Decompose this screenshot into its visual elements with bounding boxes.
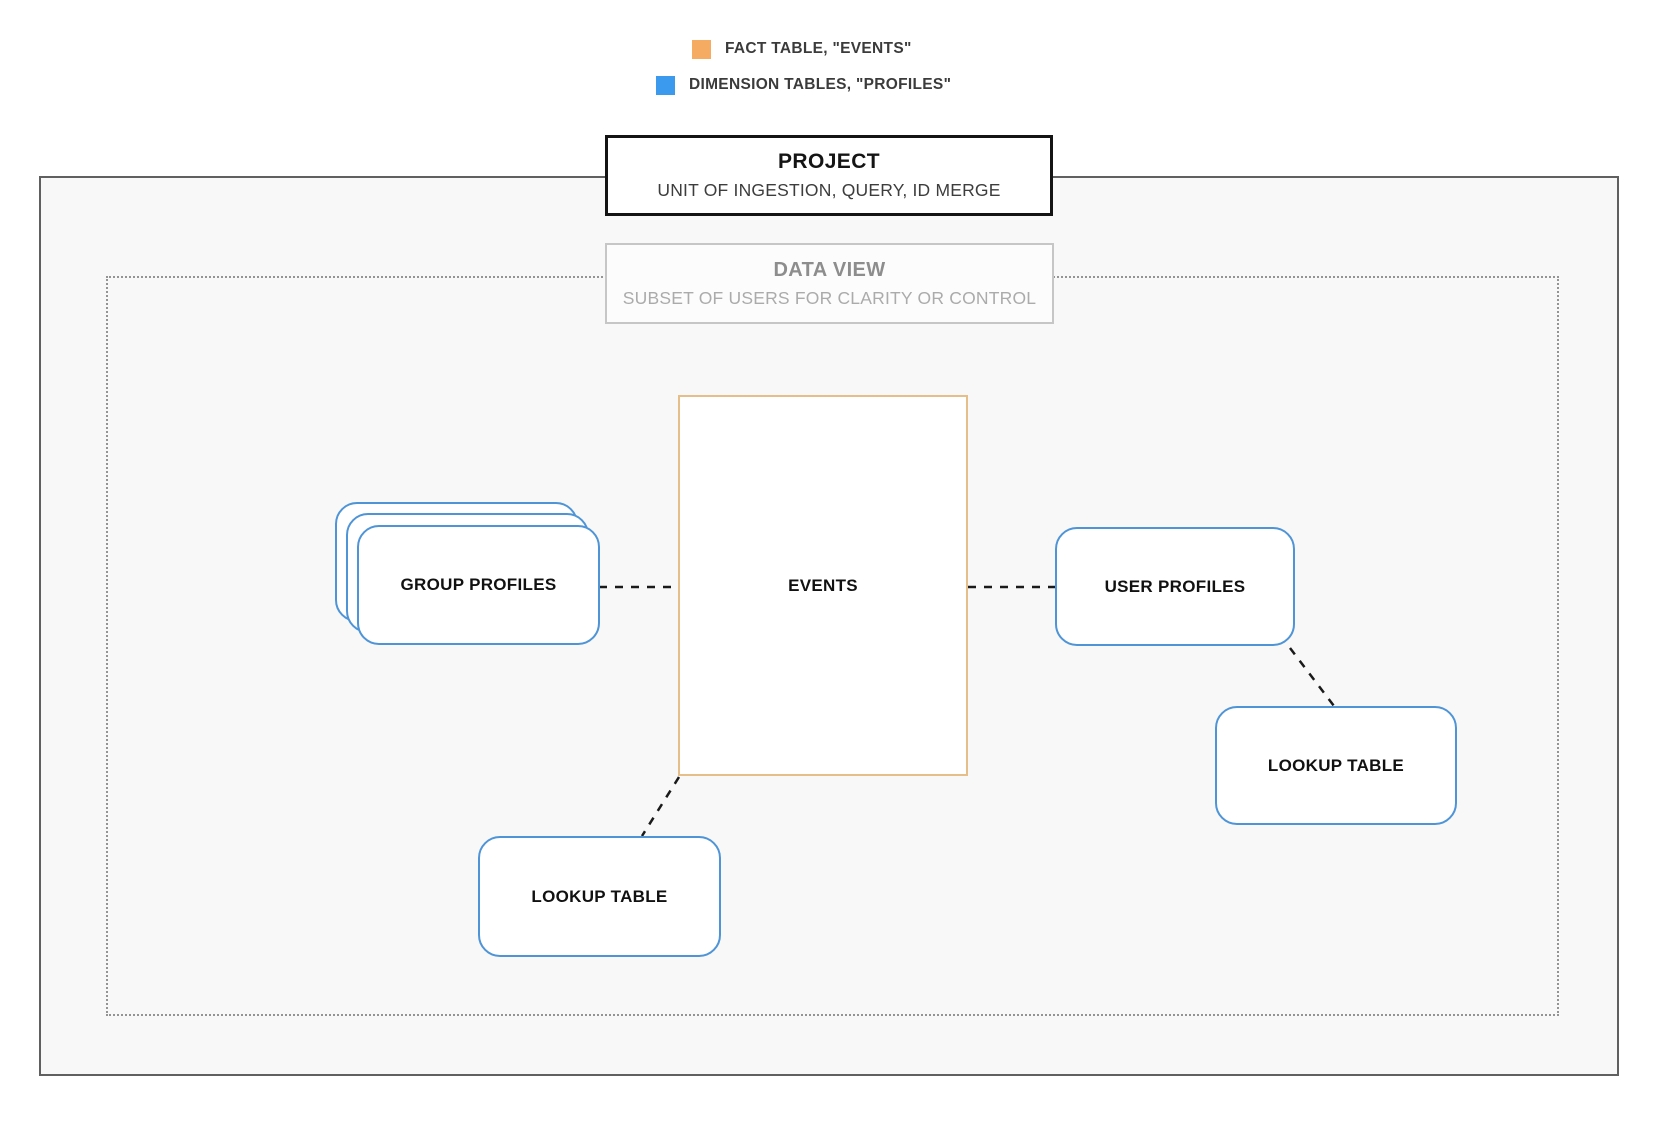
project-subtitle: UNIT OF INGESTION, QUERY, ID MERGE	[657, 180, 1001, 200]
group-profiles-node: GROUP PROFILES	[335, 502, 601, 646]
legend-item-fact-table: FACT TABLE, "EVENTS"	[692, 39, 912, 59]
user-profiles-node: USER PROFILES	[1055, 527, 1295, 646]
lookup-table-right-node-label: LOOKUP TABLE	[1267, 755, 1405, 775]
project-title: PROJECT	[778, 150, 880, 173]
user-profiles-node-label: USER PROFILES	[1104, 576, 1246, 596]
legend-item-dimension-tables: DIMENSION TABLES, "PROFILES"	[656, 75, 951, 95]
fact-table-swatch-icon	[692, 39, 711, 59]
lookup-table-bottom-node: LOOKUP TABLE	[478, 836, 721, 957]
events-node-label: EVENTS	[788, 575, 858, 595]
dimension-tables-swatch-icon	[656, 75, 675, 95]
connector-events-lookup	[640, 776, 681, 837]
group-profiles-card-front: GROUP PROFILES	[357, 525, 600, 645]
legend-label: FACT TABLE, "EVENTS"	[725, 40, 912, 57]
group-profiles-node-label: GROUP PROFILES	[400, 575, 557, 594]
data-view-title-box: DATA VIEW SUBSET OF USERS FOR CLARITY OR…	[605, 243, 1054, 324]
data-view-title: DATA VIEW	[773, 258, 886, 281]
lookup-table-right-node: LOOKUP TABLE	[1215, 706, 1457, 825]
data-view-subtitle: SUBSET OF USERS FOR CLARITY OR CONTROL	[622, 287, 1037, 308]
legend-label: DIMENSION TABLES, "PROFILES"	[689, 76, 952, 93]
project-title-box: PROJECT UNIT OF INGESTION, QUERY, ID MER…	[605, 135, 1053, 216]
events-node: EVENTS	[678, 395, 968, 776]
connector-user-profiles-lookup	[1289, 647, 1335, 707]
lookup-table-bottom-node-label: LOOKUP TABLE	[531, 886, 668, 906]
